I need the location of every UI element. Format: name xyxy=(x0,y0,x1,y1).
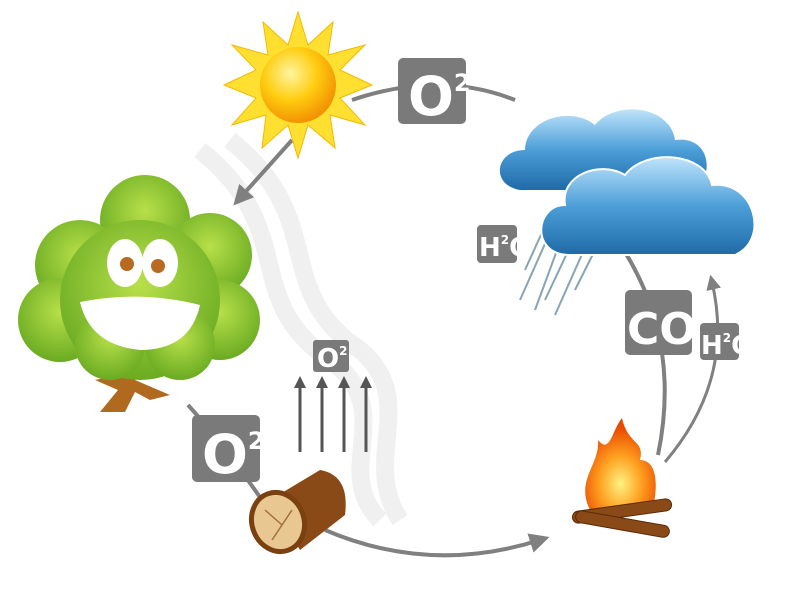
svg-text:CO2: CO2 xyxy=(627,304,711,355)
badge-rain-h2o: H2O xyxy=(477,225,531,263)
log-to-fire-arrow xyxy=(324,528,550,558)
fire-to-cloud-h2o-arrow xyxy=(663,274,722,463)
badge-fire-co2: CO2 xyxy=(625,290,711,355)
campfire-icon xyxy=(571,418,673,538)
svg-text:O2: O2 xyxy=(317,344,347,374)
svg-text:H2O: H2O xyxy=(701,331,753,361)
o2-rising-arrows xyxy=(294,376,372,452)
svg-text:O2: O2 xyxy=(408,65,471,128)
badge-sun-o2: O2 xyxy=(398,58,471,128)
sun-to-tree-arrow xyxy=(233,138,294,206)
smiling-tree-icon xyxy=(18,175,260,412)
badge-log-o2-small: O2 xyxy=(313,340,349,374)
svg-text:H2O: H2O xyxy=(479,233,531,263)
badge-fire-h2o: H2O xyxy=(700,323,753,361)
svg-text:O2: O2 xyxy=(202,423,265,486)
sun-icon xyxy=(222,10,374,160)
rain-cloud-icon xyxy=(499,109,756,316)
badge-tree-o2: O2 xyxy=(192,415,265,486)
log-icon xyxy=(249,470,346,555)
